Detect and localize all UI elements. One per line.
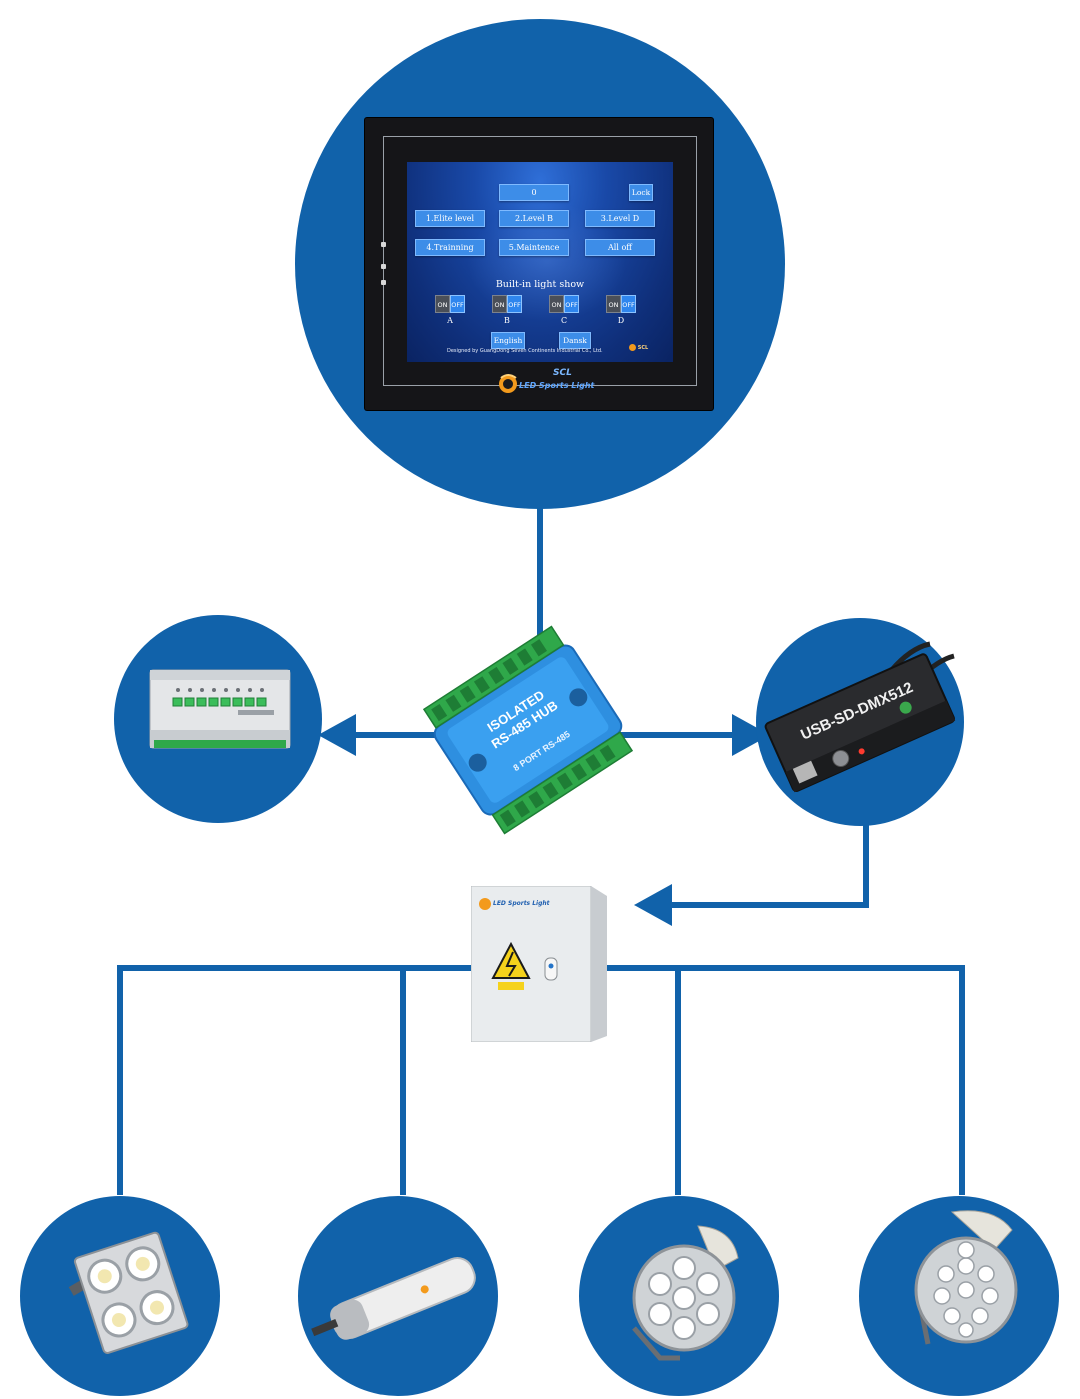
- linear-light: [311, 1257, 476, 1340]
- maintenance-button[interactable]: 5.Maintence: [499, 239, 569, 256]
- toggle-c[interactable]: ON OFF: [549, 295, 579, 313]
- side-indicator: [381, 242, 386, 247]
- arrow-right-icon: [732, 714, 770, 756]
- toggle-label-b: B: [504, 316, 510, 325]
- toggle-b[interactable]: ON OFF: [492, 295, 522, 313]
- arrow-left-icon: [634, 884, 672, 926]
- level-b-button[interactable]: 2.Level B: [499, 210, 569, 227]
- toggle-label-a: A: [447, 316, 453, 325]
- light-show-title: Built-in light show: [495, 279, 585, 290]
- toggle-off-label: OFF: [564, 295, 579, 313]
- toggle-label-d: D: [617, 316, 625, 325]
- arrow-left-icon: [318, 714, 356, 756]
- round-light-7: [632, 1225, 739, 1361]
- toggle-on-label: ON: [606, 295, 621, 313]
- touch-panel: 0 Lock 1.Elite level 2.Level B 3.Level D…: [365, 118, 713, 410]
- control-cabinet: LED Sports Light: [471, 886, 607, 1042]
- toggle-on-label: ON: [549, 295, 564, 313]
- screen-logo: SCL: [629, 344, 648, 351]
- side-indicator: [381, 280, 386, 285]
- level-d-button[interactable]: 3.Level D: [585, 210, 655, 227]
- bezel-brand: SCL: [553, 368, 572, 378]
- english-button[interactable]: English: [491, 332, 525, 349]
- toggle-on-label: ON: [492, 295, 507, 313]
- toggle-a[interactable]: ON OFF: [435, 295, 465, 313]
- dansk-button[interactable]: Dansk: [559, 332, 591, 349]
- toggle-d[interactable]: ON OFF: [606, 295, 636, 313]
- all-off-button[interactable]: All off: [585, 239, 655, 256]
- training-button[interactable]: 4.Trainning: [415, 239, 485, 256]
- toggle-off-label: OFF: [621, 295, 636, 313]
- round-light-10: [914, 1210, 1018, 1345]
- toggle-off-label: OFF: [450, 295, 465, 313]
- flood-light-quad: [68, 1231, 189, 1354]
- bezel-frame: [383, 136, 697, 386]
- line-cabinet-left: [117, 965, 472, 1195]
- dmx-interface: USB-SD-DMX512: [764, 641, 956, 793]
- line-cabinet-right: [606, 965, 965, 1195]
- line-dmx-to-cabinet: [668, 820, 869, 908]
- value-display: 0: [499, 184, 569, 201]
- elite-level-button[interactable]: 1.Elite level: [415, 210, 485, 227]
- cabinet-brand: LED Sports Light: [493, 900, 550, 907]
- lock-button[interactable]: Lock: [629, 184, 653, 201]
- toggle-off-label: OFF: [507, 295, 522, 313]
- side-indicator: [381, 264, 386, 269]
- designer-credit: Designed by GuangDong Seven Continents I…: [447, 348, 603, 354]
- touch-screen: 0 Lock 1.Elite level 2.Level B 3.Level D…: [407, 162, 673, 362]
- rs485-hub: ISOLATED RS-485 HUB 8 PORT RS-485: [422, 625, 634, 835]
- bezel-logo: SCL LED Sports Light: [497, 368, 594, 396]
- relay-module: [149, 669, 291, 749]
- toggle-on-label: ON: [435, 295, 450, 313]
- bezel-product-name: LED Sports Light: [519, 381, 595, 390]
- toggle-label-c: C: [560, 316, 568, 325]
